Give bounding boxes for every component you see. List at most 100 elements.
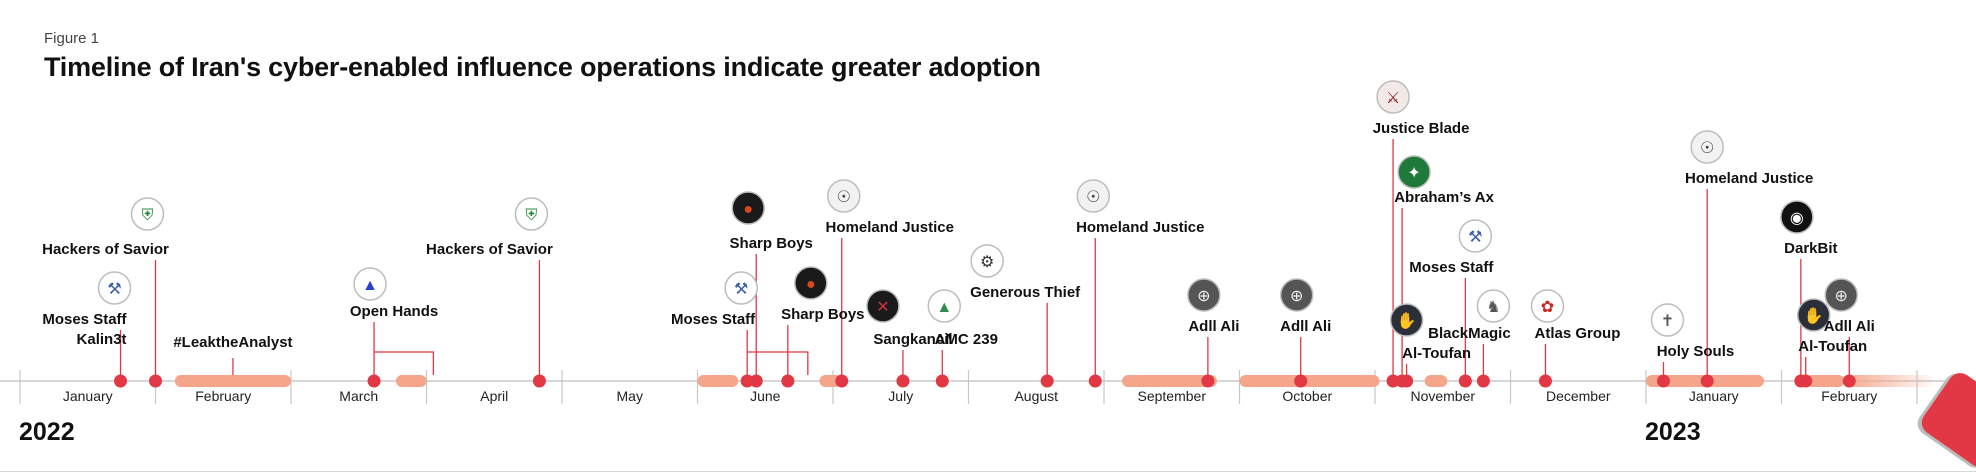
event-label: Sharp Boys: [781, 306, 864, 323]
event-marker: Al-Toufan ✋: [1389, 303, 1471, 388]
sharp-boys-icon: ●: [731, 191, 765, 225]
svg-text:✋: ✋: [1397, 311, 1417, 330]
event-label: DarkBit: [1784, 240, 1837, 257]
month-label: November: [1410, 388, 1475, 404]
svg-text:⚒: ⚒: [734, 281, 748, 298]
month-label: March: [339, 388, 378, 404]
al-toufan-icon: ✋: [1796, 298, 1831, 332]
event-marker: Generous Thief⚙: [970, 244, 1081, 388]
event-dot: [749, 374, 763, 388]
sangkancil-icon: ✕: [866, 289, 900, 323]
event-dot: [1386, 374, 1400, 388]
svg-text:●: ●: [743, 201, 753, 218]
event-marker: Sangkancil ✕: [866, 289, 953, 388]
generous-thief-icon: ⚙: [970, 244, 1004, 278]
year-label-2022: 2022: [19, 418, 75, 446]
june-bracket: [747, 351, 809, 375]
event-dot: [781, 374, 795, 388]
svg-text:⚒: ⚒: [1468, 229, 1482, 246]
event-dot: [835, 374, 849, 388]
event-dot: [1458, 374, 1472, 388]
campaign-bar: [174, 375, 291, 387]
homeland-justice-icon: ☉: [1076, 179, 1111, 213]
month-label: August: [1014, 388, 1058, 404]
open-hands-icon: ▲: [353, 267, 387, 301]
event-dot: [1656, 374, 1670, 388]
month-label: June: [750, 388, 781, 404]
event-dot: [1294, 374, 1308, 388]
sharp-boys-icon: ●: [794, 266, 828, 300]
event-dot: [1088, 374, 1102, 388]
event-label: Sangkancil: [873, 331, 952, 348]
adll-ali-icon: ⊕: [1279, 278, 1314, 312]
event-dot: [740, 374, 754, 388]
event-marker: Atlas Group✿: [1530, 289, 1620, 388]
event-marker: Homeland Justice☉: [1685, 130, 1813, 388]
svg-text:⊕: ⊕: [1197, 288, 1210, 305]
event-marker: Hackers of Savior ⛨: [42, 197, 169, 388]
event-dot: [1799, 374, 1813, 388]
hackers-of-savior-icon: ⛨: [130, 197, 165, 231]
month-label: January: [63, 388, 113, 404]
svg-text:✕: ✕: [876, 299, 889, 316]
month-label: February: [1821, 388, 1877, 404]
campaign-bar: [1424, 375, 1448, 387]
svg-text:⚙: ⚙: [980, 254, 994, 271]
homeland-justice-icon: ☉: [1690, 130, 1724, 164]
event-marker: Moses Staff⚒: [671, 271, 758, 388]
svg-text:☉: ☉: [837, 189, 851, 206]
event-dot: [1842, 374, 1856, 388]
event-marker: AMC 239 ▲: [927, 289, 998, 388]
month-label: February: [195, 388, 251, 404]
event-label: Justice Blade: [1373, 120, 1470, 137]
event-dot: [1040, 374, 1054, 388]
figure-title: Timeline of Iran's cyber-enabled influen…: [44, 52, 1041, 82]
event-dot: [896, 374, 910, 388]
event-marker: Homeland Justice ☉: [826, 179, 954, 388]
svg-text:▲: ▲: [362, 277, 378, 294]
adll-ali-icon: ⊕: [1187, 278, 1221, 312]
svg-text:◉: ◉: [1790, 210, 1804, 227]
event-label: Homeland Justice: [826, 219, 954, 236]
event-marker: BlackMagic♞: [1428, 289, 1511, 388]
event-dot: [1201, 374, 1215, 388]
event-label: Hackers of Savior: [426, 241, 553, 258]
event-dot: [1476, 374, 1490, 388]
campaign-bar: [1805, 375, 1845, 387]
adll-ali-icon: ⊕: [1824, 278, 1858, 312]
event-dot: [532, 374, 546, 388]
svg-text:⚒: ⚒: [107, 281, 121, 298]
event-marker: Adll Ali⊕: [1187, 278, 1239, 388]
holy-souls-icon: ✝: [1650, 303, 1685, 337]
event-label: Hackers of Savior: [42, 241, 169, 258]
moses-staff-icon: ⚒: [1458, 219, 1493, 253]
event-marker: Homeland Justice ☉: [1076, 179, 1204, 388]
moses-staff-icon: ⚒: [97, 271, 132, 305]
svg-text:☉: ☉: [1700, 140, 1714, 157]
al-toufan-icon: ✋: [1389, 303, 1424, 337]
svg-text:▲: ▲: [936, 299, 952, 316]
svg-text:✦: ✦: [1407, 165, 1420, 182]
svg-text:⛨: ⛨: [141, 207, 153, 224]
campaign-bar: [1239, 375, 1380, 387]
campaign-bar: [1122, 375, 1217, 387]
event-marker: Al-Toufan ✋: [1796, 298, 1867, 388]
blackmagic-icon: ♞: [1476, 289, 1511, 323]
svg-text:⚔: ⚔: [1386, 90, 1400, 107]
svg-text:✝: ✝: [1661, 313, 1674, 330]
month-label: May: [617, 388, 643, 404]
open-hands-bracket: [374, 351, 435, 375]
event-label: Moses Staff: [42, 311, 127, 328]
event-label: Al-Toufan: [1402, 345, 1471, 362]
event-dot: [1538, 374, 1552, 388]
darkbit-icon: ◉: [1780, 200, 1814, 234]
event-label: Homeland Justice: [1076, 219, 1204, 236]
campaign-bar-ongoing: [1849, 375, 1935, 387]
event-label: AMC 239: [935, 331, 998, 348]
event-label: Moses Staff: [1409, 259, 1494, 276]
month-label: July: [888, 388, 913, 404]
svg-text:●: ●: [806, 276, 816, 293]
svg-text:✋: ✋: [1804, 306, 1824, 325]
event-dot: [114, 374, 128, 388]
event-label: Al-Toufan: [1798, 338, 1867, 355]
